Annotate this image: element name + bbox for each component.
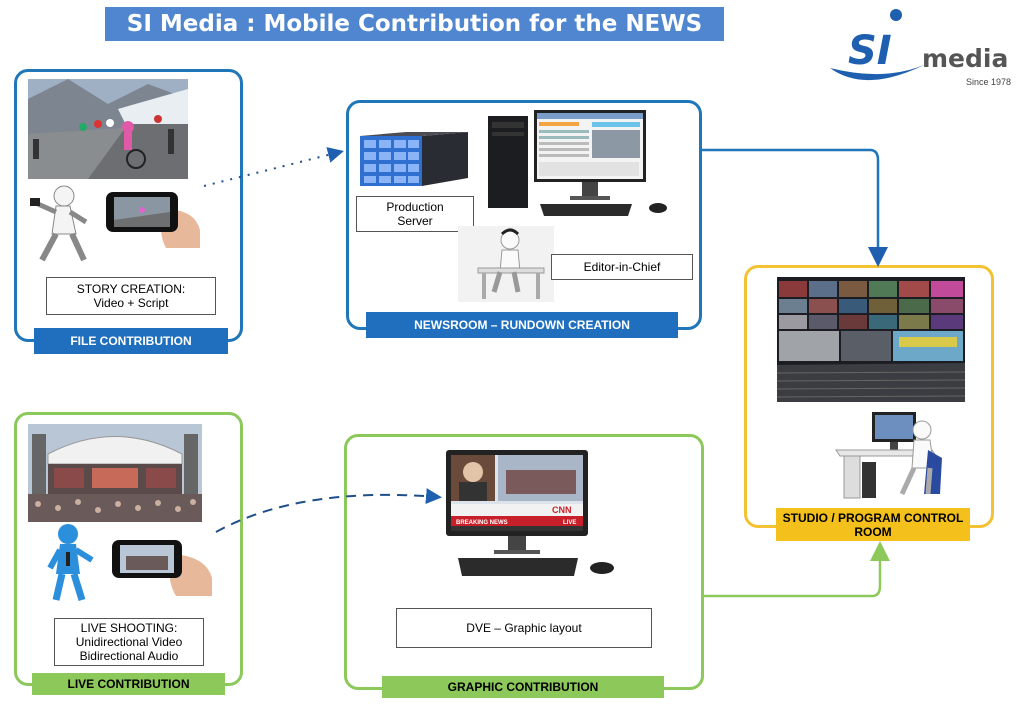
page-title: SI Media : Mobile Contribution for the N… <box>105 7 724 41</box>
screen-live-text: LIVE <box>563 520 576 526</box>
file-to-newsroom-arrow <box>203 147 344 187</box>
screen-brand-text: CNN <box>552 505 572 515</box>
graphic-contribution-label: GRAPHIC CONTRIBUTION <box>382 676 664 698</box>
logo-media-text: media <box>922 44 1008 73</box>
studio-program-control-label: STUDIO / PROGRAM CONTROL ROOM <box>776 508 970 541</box>
newsroom-rundown-label: NEWSROOM – RUNDOWN CREATION <box>366 312 678 338</box>
live-shooting-line3: Bidirectional Audio <box>79 649 179 663</box>
dve-graphic-layout-label: DVE – Graphic layout <box>466 621 582 635</box>
live-reporter-figure-icon <box>42 522 98 604</box>
live-shooting-line1: LIVE SHOOTING: <box>80 621 178 635</box>
story-creation-line2: Video + Script <box>93 296 169 310</box>
control-operator-figure-icon <box>832 410 950 502</box>
story-creation-line1: STORY CREATION: <box>76 282 186 296</box>
studio-label-line2: ROOM <box>854 524 892 539</box>
live-to-graphic-arrow <box>215 488 442 533</box>
screen-breaking-text: BREAKING NEWS <box>456 520 508 526</box>
smartphone-recording-icon <box>104 190 202 248</box>
production-server-box: Production Server <box>356 196 474 232</box>
si-media-logo: SI media Since 1978 <box>826 6 1016 90</box>
live-smartphone-icon <box>110 538 214 596</box>
control-room-photo <box>777 277 965 402</box>
graphic-to-studio-arrow <box>704 541 890 598</box>
live-shooting-box: LIVE SHOOTING: Unidirectional Video Bidi… <box>54 618 204 666</box>
editor-in-chief-label: Editor-in-Chief <box>583 260 661 274</box>
newsroom-workstation-icon <box>486 110 676 222</box>
file-contribution-label: FILE CONTRIBUTION <box>34 328 228 354</box>
reporter-figure-icon <box>26 184 98 266</box>
newsroom-to-studio-arrow <box>702 148 888 267</box>
logo-si-text: SI <box>848 28 892 74</box>
logo-since-text: Since 1978 <box>966 77 1011 87</box>
editor-in-chief-box: Editor-in-Chief <box>551 254 693 280</box>
production-server-line2: Server <box>397 214 433 228</box>
cycling-race-photo <box>28 79 188 179</box>
dve-graphic-layout-box: DVE – Graphic layout <box>396 608 652 648</box>
story-creation-box: STORY CREATION: Video + Script <box>46 277 216 315</box>
production-server-line1: Production <box>386 200 444 214</box>
live-shooting-line2: Unidirectional Video <box>75 635 183 649</box>
dve-workstation-icon: CNN BREAKING NEWS LIVE <box>446 450 622 580</box>
production-server-icon <box>360 132 470 188</box>
editor-chief-figure-icon <box>458 226 554 302</box>
concert-stage-photo <box>28 424 202 522</box>
live-contribution-label: LIVE CONTRIBUTION <box>32 673 225 695</box>
studio-label-line1: STUDIO / PROGRAM CONTROL <box>782 510 964 525</box>
